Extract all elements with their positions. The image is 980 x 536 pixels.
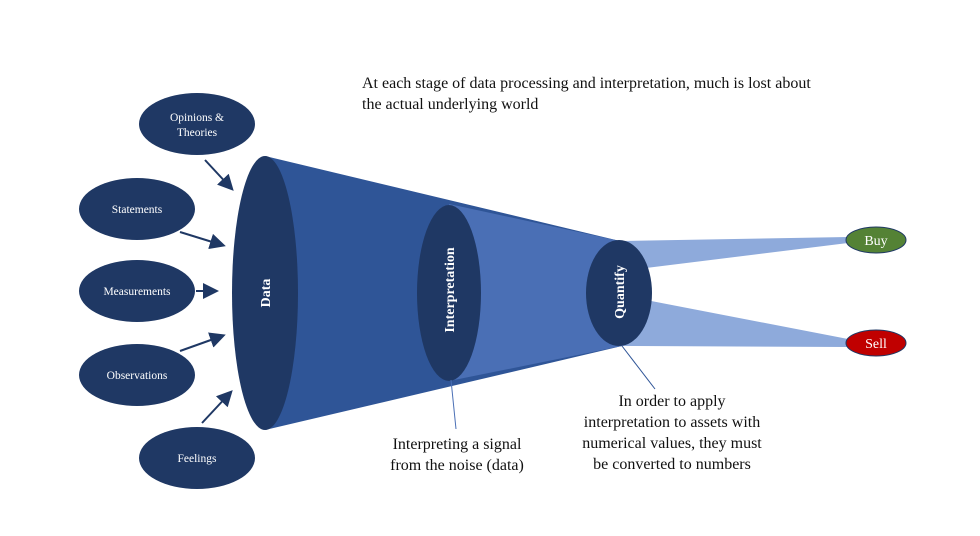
- quantify-ellipse: [586, 240, 652, 346]
- quantify-label: Quantify: [613, 265, 628, 319]
- input-opinions-line1: Opinions &: [170, 112, 224, 124]
- interpretation-leader: [450, 379, 457, 430]
- data-label: Data: [259, 279, 274, 308]
- input-feelings-label: Feelings: [178, 453, 217, 465]
- quantify-caption: In order to apply interpretation to asse…: [582, 393, 762, 473]
- arrow-feelings: [201, 390, 233, 424]
- quantify-leader: [621, 345, 656, 390]
- arrow-statements: [179, 231, 226, 250]
- input-statements-label: Statements: [112, 204, 163, 216]
- input-observations-label: Observations: [107, 370, 168, 382]
- input-statements-ellipse: [79, 178, 195, 240]
- interpretation-ellipse: [417, 205, 481, 381]
- arrow-observations: [179, 332, 226, 352]
- interpretation-label: Interpretation: [443, 247, 458, 332]
- funnel-inner: [449, 204, 622, 381]
- sell-label: Sell: [865, 337, 887, 352]
- sell-ellipse: [845, 329, 907, 357]
- input-measurements-ellipse: [79, 260, 195, 322]
- headline: At each stage of data processing and int…: [362, 75, 811, 113]
- sell-beam: [622, 300, 848, 347]
- buy-ellipse: [845, 226, 907, 254]
- input-measurements-label: Measurements: [103, 286, 171, 298]
- interpretation-caption: Interpreting a signal from the noise (da…: [390, 436, 524, 474]
- buy-beam: [620, 237, 848, 268]
- buy-label: Buy: [864, 234, 887, 249]
- input-opinions-ellipse: [139, 93, 255, 155]
- arrow-opinions: [204, 159, 234, 191]
- input-opinions-line2: Theories: [177, 127, 218, 139]
- input-observations-ellipse: [79, 344, 195, 406]
- data-ellipse: [232, 156, 298, 430]
- input-feelings-ellipse: [139, 427, 255, 489]
